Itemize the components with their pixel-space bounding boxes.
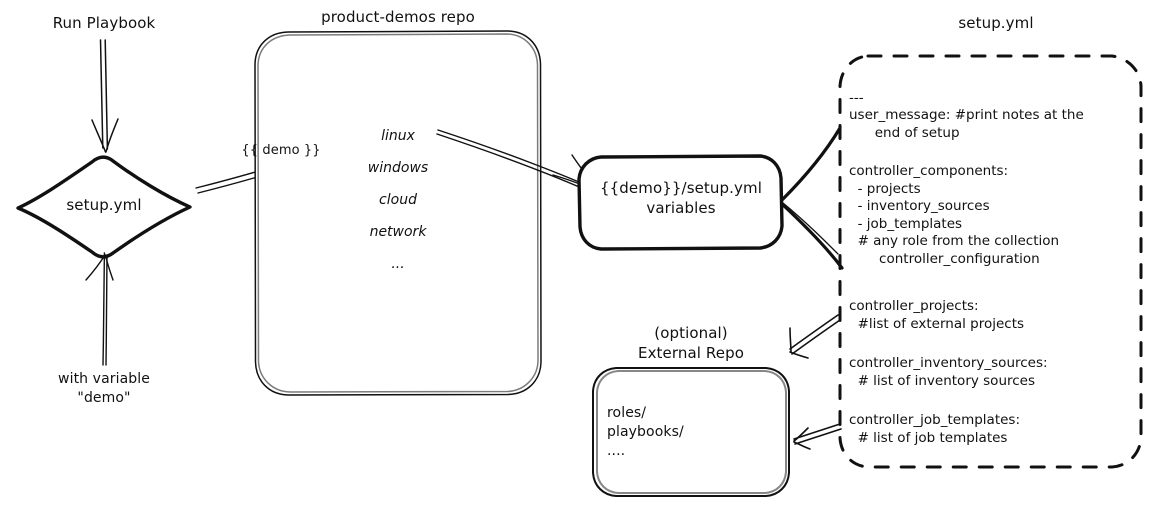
external-repo-item-roles: roles/ [607, 405, 647, 421]
repo-title: product-demos repo [321, 8, 475, 26]
run-playbook-arrow [91, 39, 119, 153]
setup-yml-block-controller-components: controller_components: - projects - inve… [849, 163, 1060, 267]
variables-to-setup-edges [780, 126, 844, 270]
demo-edge-label: {{ demo }} [241, 143, 321, 158]
run-playbook-label: Run Playbook [52, 14, 156, 32]
external-repo-item-ellipsis: .... [607, 443, 626, 459]
variables-edge-accent [782, 202, 839, 255]
setup-yml-block-controller-job-templates: controller_job_templates: # list of job … [849, 412, 1021, 446]
setup-yml-block-doc-start: --- [849, 90, 864, 106]
external-repo-title-line2: External Repo [638, 344, 744, 362]
with-variable-label-line1: with variable [58, 371, 150, 387]
external-repo-title-line1: (optional) [654, 324, 728, 342]
with-variable-label-line2: "demo" [77, 390, 131, 406]
setup-yml-dashed-box[interactable] [838, 54, 1143, 469]
variables-node-label-line2: variables [646, 199, 716, 217]
variables-node-box[interactable] [577, 154, 784, 251]
repo-item-network: network [369, 224, 427, 240]
external-repo-box[interactable] [592, 367, 790, 497]
with-variable-arrow [85, 252, 114, 366]
setup-yml-box-title: setup.yml [958, 14, 1034, 32]
projects-to-external-repo-arrow [789, 314, 841, 359]
setup-yml-block-user-message: user_message: #print notes at the end of… [849, 107, 1084, 141]
variables-node-label-line1: {{demo}}/setup.yml [600, 179, 762, 197]
setup-yml-block-controller-inventory-sources: controller_inventory_sources: # list of … [849, 355, 1048, 389]
product-demos-repo-box[interactable] [254, 30, 542, 396]
repo-item-windows: windows [367, 160, 429, 176]
repo-item-ellipsis: ... [391, 256, 405, 272]
setup-yml-block-controller-projects: controller_projects: #list of external p… [849, 298, 1025, 332]
repo-item-list: linux windows cloud network ... [368, 128, 428, 288]
job-templates-to-external-repo-arrow [793, 423, 842, 450]
external-repo-item-playbooks: playbooks/ [607, 424, 684, 440]
entry-node-label: setup.yml [66, 196, 142, 214]
repo-item-cloud: cloud [379, 192, 417, 208]
setup-yml-diamond[interactable] [16, 155, 192, 259]
repo-item-linux: linux [381, 128, 415, 144]
